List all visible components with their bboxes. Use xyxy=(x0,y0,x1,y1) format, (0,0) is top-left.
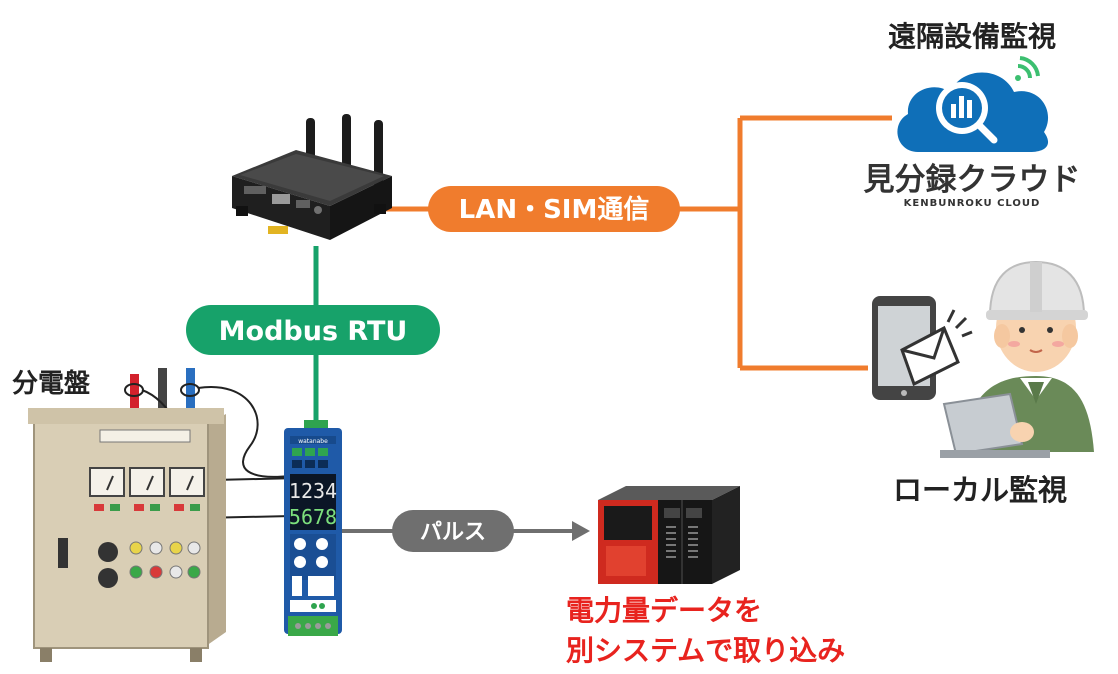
pulse-label: パルス xyxy=(420,520,486,545)
data-import-line1: 電力量データを xyxy=(566,594,762,627)
plc-icon xyxy=(598,486,740,584)
panel-label: 分電盤 xyxy=(12,369,91,399)
cloud-search-icon xyxy=(897,56,1049,152)
distribution-panel-icon xyxy=(28,368,301,662)
lan-sim-pill: LAN・SIM通信 xyxy=(428,186,680,232)
lte-router-icon xyxy=(232,114,392,240)
meter-display-row2: 5678 xyxy=(289,505,337,529)
lan-connection-lines xyxy=(378,115,892,371)
modbus-pill: Modbus RTU xyxy=(186,305,440,355)
meter-brand: watanabe xyxy=(298,438,328,445)
meter-display-row1: 1234 xyxy=(289,479,337,503)
modbus-label: Modbus RTU xyxy=(219,316,408,347)
pulse-pill: パルス xyxy=(392,510,514,552)
worker-helmet-icon xyxy=(940,260,1094,458)
tablet-mail-icon xyxy=(872,296,973,400)
data-import-line2: 別システムで取り込み xyxy=(566,634,845,667)
lan-sim-label: LAN・SIM通信 xyxy=(459,195,650,225)
power-meter-icon: watanabe 1234 5678 xyxy=(284,420,342,636)
remote-monitoring-label: 遠隔設備監視 xyxy=(888,20,1056,53)
local-monitoring-label: ローカル監視 xyxy=(893,473,1067,507)
cloud-name-en: KENBUNROKU CLOUD xyxy=(904,198,1041,209)
cloud-name: 見分録クラウド xyxy=(864,162,1081,198)
